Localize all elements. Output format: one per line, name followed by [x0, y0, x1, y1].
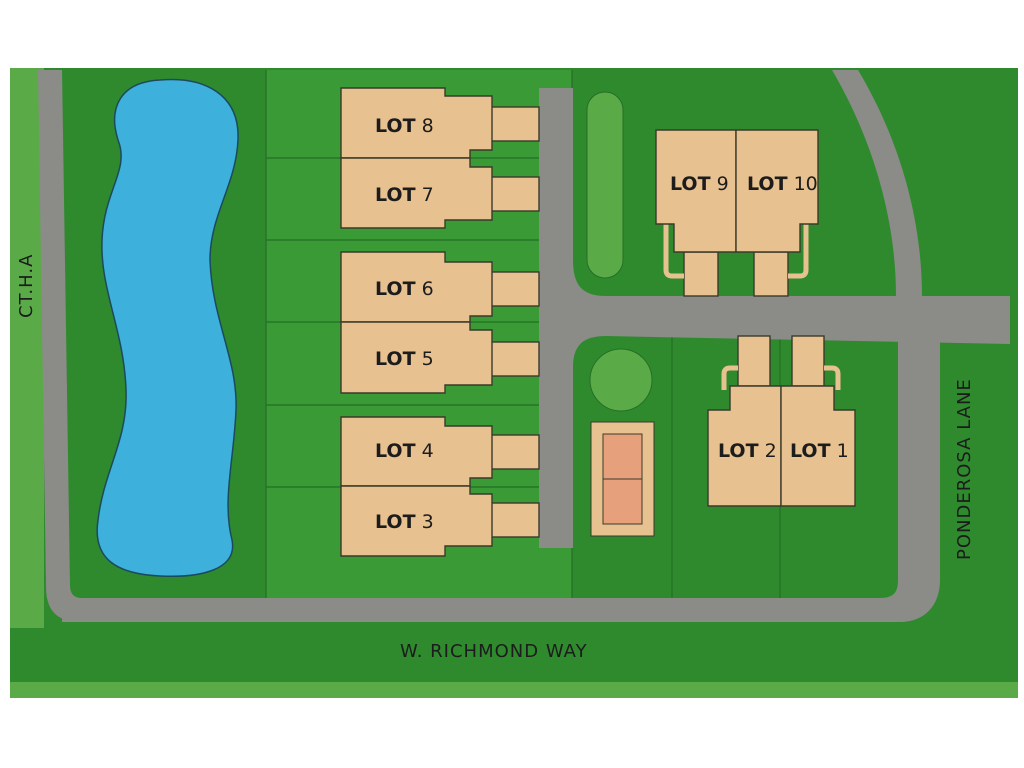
lot-label-2: LOT 2 [718, 440, 777, 462]
light-grass-strip-west [10, 68, 44, 628]
lot-label-9: LOT 9 [670, 173, 729, 195]
lot-label-6: LOT 6 [375, 278, 434, 300]
lot-label-1: LOT 1 [790, 440, 849, 462]
road-label-ctha: CT.H.A [16, 254, 37, 318]
lot-label-7: LOT 7 [375, 184, 434, 206]
southeast-lot-pair [707, 335, 856, 507]
northeast-lot-pair [655, 129, 819, 297]
roads [38, 70, 1010, 622]
lot-label-3: LOT 3 [375, 511, 434, 533]
lot-label-4: LOT 4 [375, 440, 434, 462]
median-island [586, 91, 624, 279]
road-label-w-richmond-way: W. RICHMOND WAY [400, 641, 588, 662]
park-tree [589, 348, 653, 412]
west-lot-row [340, 87, 540, 557]
light-grass-strip-south [10, 682, 1018, 698]
lot-label-5: LOT 5 [375, 348, 434, 370]
pond [96, 78, 239, 578]
road-label-ponderosa-lane: PONDEROSA LANE [954, 378, 975, 560]
lot-label-8: LOT 8 [375, 115, 434, 137]
lot-label-10: LOT 10 [747, 173, 818, 195]
